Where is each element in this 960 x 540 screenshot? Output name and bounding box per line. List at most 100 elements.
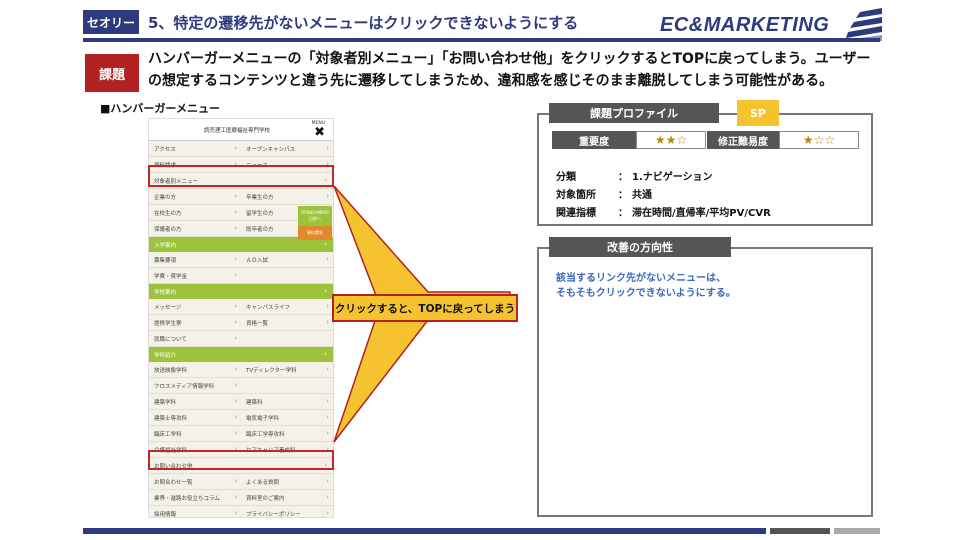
chevron-right-icon: › [234, 381, 237, 389]
menu-item[interactable]: お問合わせ一覧› [149, 474, 241, 489]
menu-item[interactable]: お問い合わせ他 › [149, 458, 333, 473]
menu-item[interactable]: プライバシーポリシー› [241, 506, 333, 518]
menu-item[interactable]: 臨床工学専攻科› [241, 426, 333, 441]
menu-item[interactable]: 建築科› [241, 394, 333, 409]
menu-row: 就職について› [149, 331, 333, 347]
chevron-right-icon: › [234, 192, 237, 200]
chevron-right-icon: › [326, 397, 329, 405]
importance-stars: ★★☆ [636, 131, 706, 149]
menu-item[interactable]: メッセージ› [149, 299, 241, 314]
menu-item-label: お問い合わせ他 [154, 463, 193, 470]
difficulty-label: 修正難易度 [707, 131, 779, 149]
menu-item-label: キャンパスライフ [246, 304, 291, 311]
menu-item[interactable]: ＡＯ入試› [241, 252, 333, 267]
importance-label: 重要度 [552, 131, 636, 149]
menu-item-label: プライバシーポリシー [246, 511, 301, 518]
menu-row: 放送映像学科›TVディレクター学科› [149, 362, 333, 378]
chevron-right-icon: › [234, 493, 237, 501]
menu-item-label: 資料室のご案内 [246, 495, 285, 502]
menu-item-label: オープンキャンパス [246, 146, 296, 153]
menu-item[interactable]: 電気電子学科› [241, 410, 333, 425]
menu-item-label: 既卒者の方 [246, 226, 274, 233]
chevron-right-icon: › [324, 287, 327, 295]
menu-row: 建築士専攻科›電気電子学科› [149, 410, 333, 426]
menu-item[interactable]: 就職について› [149, 331, 241, 346]
menu-item-label: 提携学生寮 [154, 320, 182, 327]
chevron-right-icon: › [326, 365, 329, 373]
menu-item[interactable]: クロスメディア情報学科 › [149, 378, 241, 393]
chevron-right-icon: › [234, 271, 237, 279]
menu-parent-item[interactable]: お問い合わせ他 › [149, 458, 333, 474]
menu-parent-item[interactable]: 対象者別メニュー› [149, 173, 333, 189]
chevron-right-icon: › [234, 208, 237, 216]
menu-item[interactable]: 資料室のご案内› [241, 490, 333, 505]
menu-item-label: クロスメディア情報学科 [154, 383, 215, 390]
menu-item-label: 募集要項 [154, 257, 177, 264]
menu-item[interactable]: よくある質問› [241, 474, 333, 489]
issue-description: ハンバーガーメニューの「対象者別メニュー」「お問い合わせ他」をクリックするとTO… [148, 48, 883, 92]
menu-item-label: 放送映像学科 [154, 367, 188, 374]
menu-item[interactable]: 資格一覧› [241, 315, 333, 330]
request-docs-float-button[interactable]: 資料請求 [298, 226, 332, 240]
menu-section-header[interactable]: 学校案内› [149, 284, 333, 299]
menu-item[interactable]: 学費・奨学金› [149, 268, 241, 283]
menu-item-label: 業界・進路お役立ちコラム [154, 495, 220, 502]
issue-line-2: の想定するコンテンツと違う先に遷移してしまうため、違和感を感じそのまま離脱してし… [148, 73, 834, 89]
header-divider [83, 38, 880, 42]
chevron-right-icon: › [234, 365, 237, 373]
close-icon[interactable]: ✖ [314, 125, 325, 140]
menu-item[interactable]: 建築学科 › [149, 394, 241, 409]
menu-row: 業界・進路お役立ちコラム › 資料室のご案内› [149, 490, 333, 506]
menu-item[interactable]: 放送映像学科 › [149, 362, 241, 377]
chevron-right-icon: › [326, 160, 329, 168]
menu-section-header[interactable]: 学科紹介› [149, 347, 333, 362]
menu-row: 企業の方› 卒業生の方 › [149, 189, 333, 205]
menu-item[interactable]: キャンパスライフ › [241, 299, 333, 314]
issue-tag: 課題 [85, 54, 139, 92]
menu-item[interactable]: 臨床工学科› [149, 426, 241, 441]
menu-item[interactable]: オープンキャンパス› [241, 141, 333, 156]
menu-item-label: 採用情報 [154, 511, 177, 518]
profile-title: 課題プロファイル [549, 103, 719, 123]
chevron-right-icon: › [234, 413, 237, 421]
menu-item[interactable]: 建築士専攻科› [149, 410, 241, 425]
logo-text: EC&MARKETING [660, 14, 830, 36]
menu-label: MENU [311, 121, 325, 126]
chevron-right-icon: › [234, 302, 237, 310]
chevron-right-icon: › [234, 255, 237, 263]
logo-stripes-icon [846, 8, 882, 42]
opencampus-float-button[interactable]: OPENCAMPUS 日程へ [298, 206, 332, 226]
menu-item-label: 就職について [154, 336, 187, 343]
menu-item-label: 対象者別メニュー [154, 178, 199, 185]
menu-item[interactable]: 採用情報 › [149, 506, 241, 518]
menu-item[interactable]: 対象者別メニュー› [149, 173, 333, 188]
chevron-right-icon: › [324, 461, 327, 469]
chevron-right-icon: › [326, 192, 329, 200]
menu-item[interactable]: 卒業生の方 › [241, 189, 333, 204]
menu-item[interactable]: 提携学生寮› [149, 315, 241, 330]
footer-accent-light [834, 528, 880, 534]
menu-row: メッセージ› キャンパスライフ › [149, 299, 333, 315]
improvement-text: 該当するリンク先がないメニューは、 そもそもクリックできないようにする。 [556, 271, 736, 301]
menu-item-label: 卒業生の方 [246, 194, 274, 201]
menu-item-label: 保護者の方 [154, 226, 182, 233]
menu-item[interactable]: 在校生の方› [149, 205, 241, 220]
menu-item[interactable]: 募集要項 › [149, 252, 241, 267]
chevron-right-icon: › [234, 397, 237, 405]
chevron-right-icon: › [326, 302, 329, 310]
menu-item[interactable]: 業界・進路お役立ちコラム › [149, 490, 241, 505]
theory-tag: セオリー [83, 10, 139, 34]
menu-item-label: 留学生の方 [246, 210, 274, 217]
menu-item-label: 建築学科 [154, 399, 177, 406]
menu-section-header[interactable]: 入学案内› [149, 237, 333, 252]
menu-item[interactable]: 企業の方› [149, 189, 241, 204]
menu-item[interactable]: TVディレクター学科› [241, 362, 333, 377]
menu-item-label: ＡＯ入試 [246, 257, 269, 264]
menu-item[interactable]: アクセス› [149, 141, 241, 156]
chevron-right-icon: › [234, 509, 237, 517]
menu-item[interactable]: 保護者の方› [149, 221, 241, 236]
menu-item-label: よくある質問 [246, 479, 280, 486]
chevron-right-icon: › [326, 413, 329, 421]
menu-row: 提携学生寮›資格一覧› [149, 315, 333, 331]
chevron-right-icon: › [324, 350, 327, 358]
